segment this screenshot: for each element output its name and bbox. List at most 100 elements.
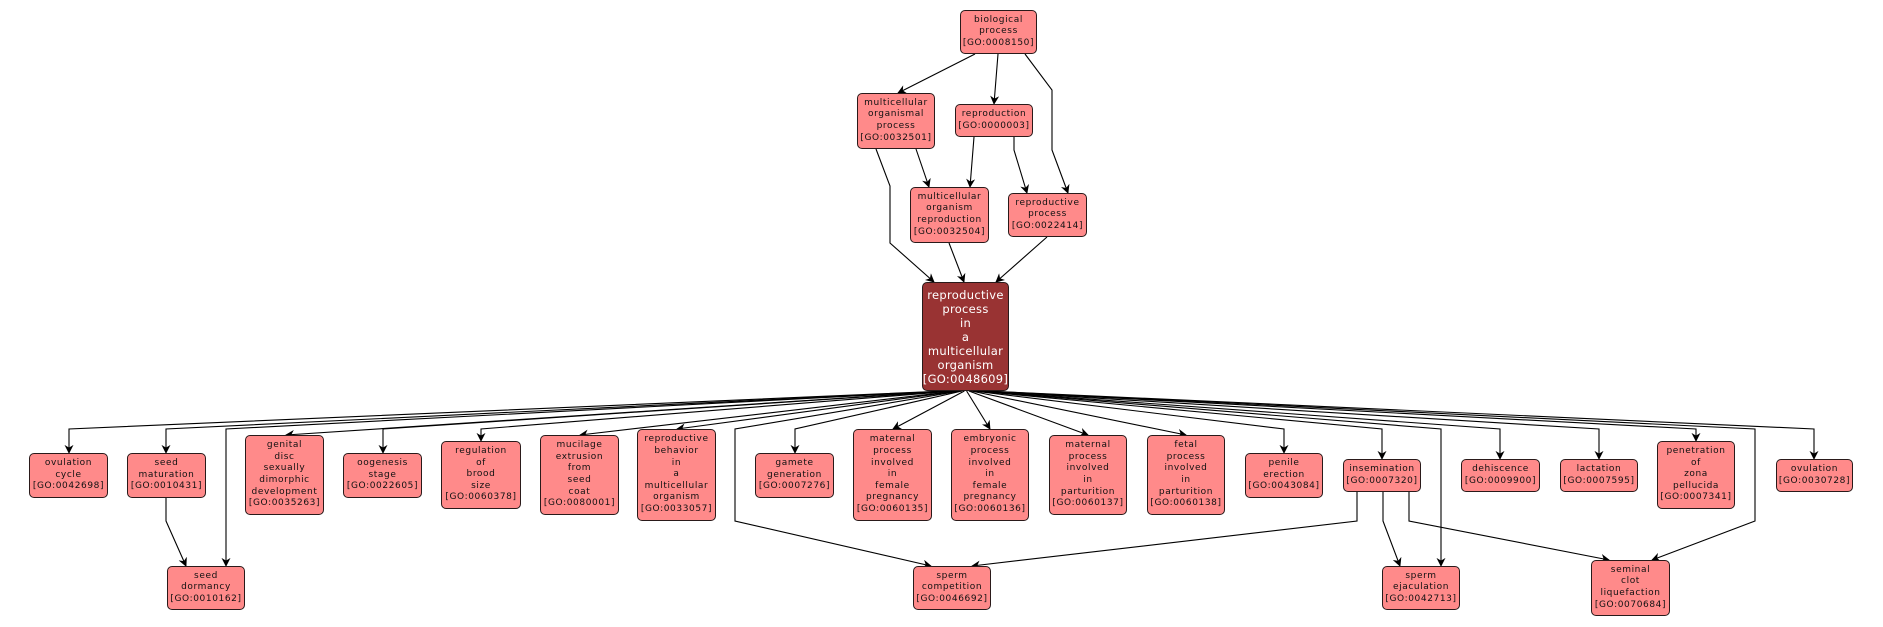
term-id: [GO:0007320] [1346,475,1418,486]
focus-term-node[interactable]: reproductive process in a multicellular … [922,282,1009,391]
edge-GO0048609-to-GO0060135 [892,390,965,430]
term-label: maternal process involved in female preg… [865,434,920,503]
edge-GO0048609-to-GO0009900 [978,390,1505,460]
term-node[interactable]: reproductive process[GO:0022414] [1008,193,1087,237]
term-id: [GO:0032504] [913,226,986,237]
term-node[interactable]: oogenesis stage[GO:0022605] [343,453,422,498]
edge-GO0008150-to-GO0000003 [990,53,1000,105]
term-id: [GO:0008150] [962,37,1035,48]
edge-GO0048609-to-GO0010162 [221,390,949,567]
term-node[interactable]: sperm competition[GO:0046692] [913,566,991,610]
term-node[interactable]: dehiscence[GO:0009900] [1461,459,1540,492]
term-node[interactable]: seed dormancy[GO:0010162] [167,566,245,610]
term-label: ovulation cycle [44,458,93,480]
term-label: reproductive process [1015,197,1080,220]
term-label: embryonic process involved in female pre… [963,434,1017,503]
edge-GO0008150-to-GO0032501 [897,53,976,94]
term-node[interactable]: sperm ejaculation[GO:0042713] [1382,566,1460,610]
edge-GO0048609-to-GO0042713 [976,390,1446,567]
term-id: [GO:0048609] [922,371,1009,386]
edge-GO0048609-to-GO0060138 [971,390,1187,438]
term-node[interactable]: gamete generation[GO:0007276] [755,453,834,498]
edge-GO0007320-to-GO0046692 [971,492,1358,570]
edge-GO0048609-to-GO0043084 [973,390,1289,454]
term-node[interactable]: biological process[GO:0008150] [960,10,1037,54]
term-id: [GO:0046692] [916,593,988,604]
edge-GO0007320-to-GO0070684 [1408,492,1610,563]
term-node[interactable]: reproduction[GO:0000003] [955,104,1033,137]
term-node[interactable]: penetration of zona pellucida[GO:0007341… [1657,441,1735,509]
term-label: sperm competition [921,570,983,593]
term-id: [GO:0060137] [1052,498,1124,509]
term-label: penetration of zona pellucida [1666,446,1726,491]
term-node[interactable]: insemination[GO:0007320] [1343,459,1421,492]
edge-GO0048609-to-GO0060137 [968,390,1089,437]
edge-GO0048609-to-GO0080001 [579,390,958,439]
edge-GO0048609-to-GO0046692 [734,390,961,569]
edge-GO0000003-to-GO0022414 [1013,137,1029,194]
term-label: reproductive process in a multicellular … [927,287,1004,372]
term-id: [GO:0042698] [32,481,105,492]
term-id: [GO:0030728] [1778,475,1851,486]
term-label: insemination [1349,463,1415,474]
term-node[interactable]: maternal process involved in parturition… [1049,435,1127,515]
term-node[interactable]: penile erection[GO:0043084] [1245,453,1323,498]
term-node[interactable]: multicellular organism reproduction[GO:0… [910,187,989,243]
term-label: multicellular organismal process [864,97,928,131]
edge-GO0048609-to-GO0007595 [980,390,1604,460]
edge-GO0007320-to-GO0042713 [1382,492,1402,567]
edge-GO0032501-to-GO0048609 [875,148,935,283]
term-label: multicellular organism reproduction [917,191,982,225]
term-id: [GO:0007341] [1660,492,1732,503]
edge-GO0000003-to-GO0032504 [966,136,976,188]
term-id: [GO:0060378] [445,492,517,503]
term-node[interactable]: regulation of brood size[GO:0060378] [441,441,521,509]
term-id: [GO:0060135] [856,503,929,514]
term-label: maternal process involved in parturition [1060,440,1116,497]
edge-GO0008150-to-GO0022414 [1024,53,1070,194]
term-id: [GO:0022605] [346,481,419,492]
term-label: sperm ejaculation [1392,570,1450,593]
term-id: [GO:0010162] [170,593,242,604]
edge-GO0032504-to-GO0048609 [948,242,966,283]
term-id: [GO:0000003] [958,120,1030,131]
term-node[interactable]: seminal clot liquefaction[GO:0070684] [1591,560,1670,616]
edge-GO0022414-to-GO0048609 [995,236,1048,283]
edge-GO0048609-to-GO0033057 [676,390,960,433]
term-label: reproductive behavior in a multicellular… [644,434,709,503]
term-node[interactable]: ovulation[GO:0030728] [1776,459,1853,492]
term-node[interactable]: seed maturation[GO:0010431] [127,453,206,498]
term-label: mucilage extrusion from seed coat [555,440,604,497]
term-id: [GO:0032501] [860,132,932,143]
term-node[interactable]: lactation[GO:0007595] [1560,459,1638,492]
term-node[interactable]: ovulation cycle[GO:0042698] [29,453,108,498]
term-node[interactable]: genital disc sexually dimorphic developm… [245,435,324,515]
term-node[interactable]: multicellular organismal process[GO:0032… [857,93,935,149]
term-label: seed maturation [138,458,195,480]
term-node[interactable]: maternal process involved in female preg… [853,429,932,521]
term-id: [GO:0060138] [1150,498,1222,509]
term-label: dehiscence [1472,463,1529,474]
term-id: [GO:0022414] [1011,220,1084,231]
edge-GO0032501-to-GO0032504 [915,148,931,188]
term-label: seed dormancy [181,570,231,593]
edge-GO0048609-to-GO0042698 [64,390,946,454]
term-id: [GO:0033057] [640,503,713,514]
term-node[interactable]: embryonic process involved in female pre… [951,429,1029,521]
term-id: [GO:0007276] [758,481,831,492]
edge-GO0048609-to-GO0007341 [982,390,1701,442]
term-node[interactable]: mucilage extrusion from seed coat[GO:008… [540,435,619,515]
term-label: lactation [1576,463,1622,474]
term-label: fetal process involved in parturition [1158,440,1214,497]
term-node[interactable]: fetal process involved in parturition[GO… [1147,435,1225,515]
edge-GO0048609-to-GO0030728 [985,390,1819,460]
edge-GO0048609-to-GO0007320 [975,390,1387,460]
term-label: ovulation [1790,463,1839,474]
edge-GO0048609-to-GO0060378 [476,390,955,442]
edge-GO0048609-to-GO0022605 [378,390,953,454]
term-node[interactable]: reproductive behavior in a multicellular… [637,429,716,521]
term-id: [GO:0043084] [1248,481,1320,492]
edge-GO0048609-to-GO0070684 [984,390,1756,562]
